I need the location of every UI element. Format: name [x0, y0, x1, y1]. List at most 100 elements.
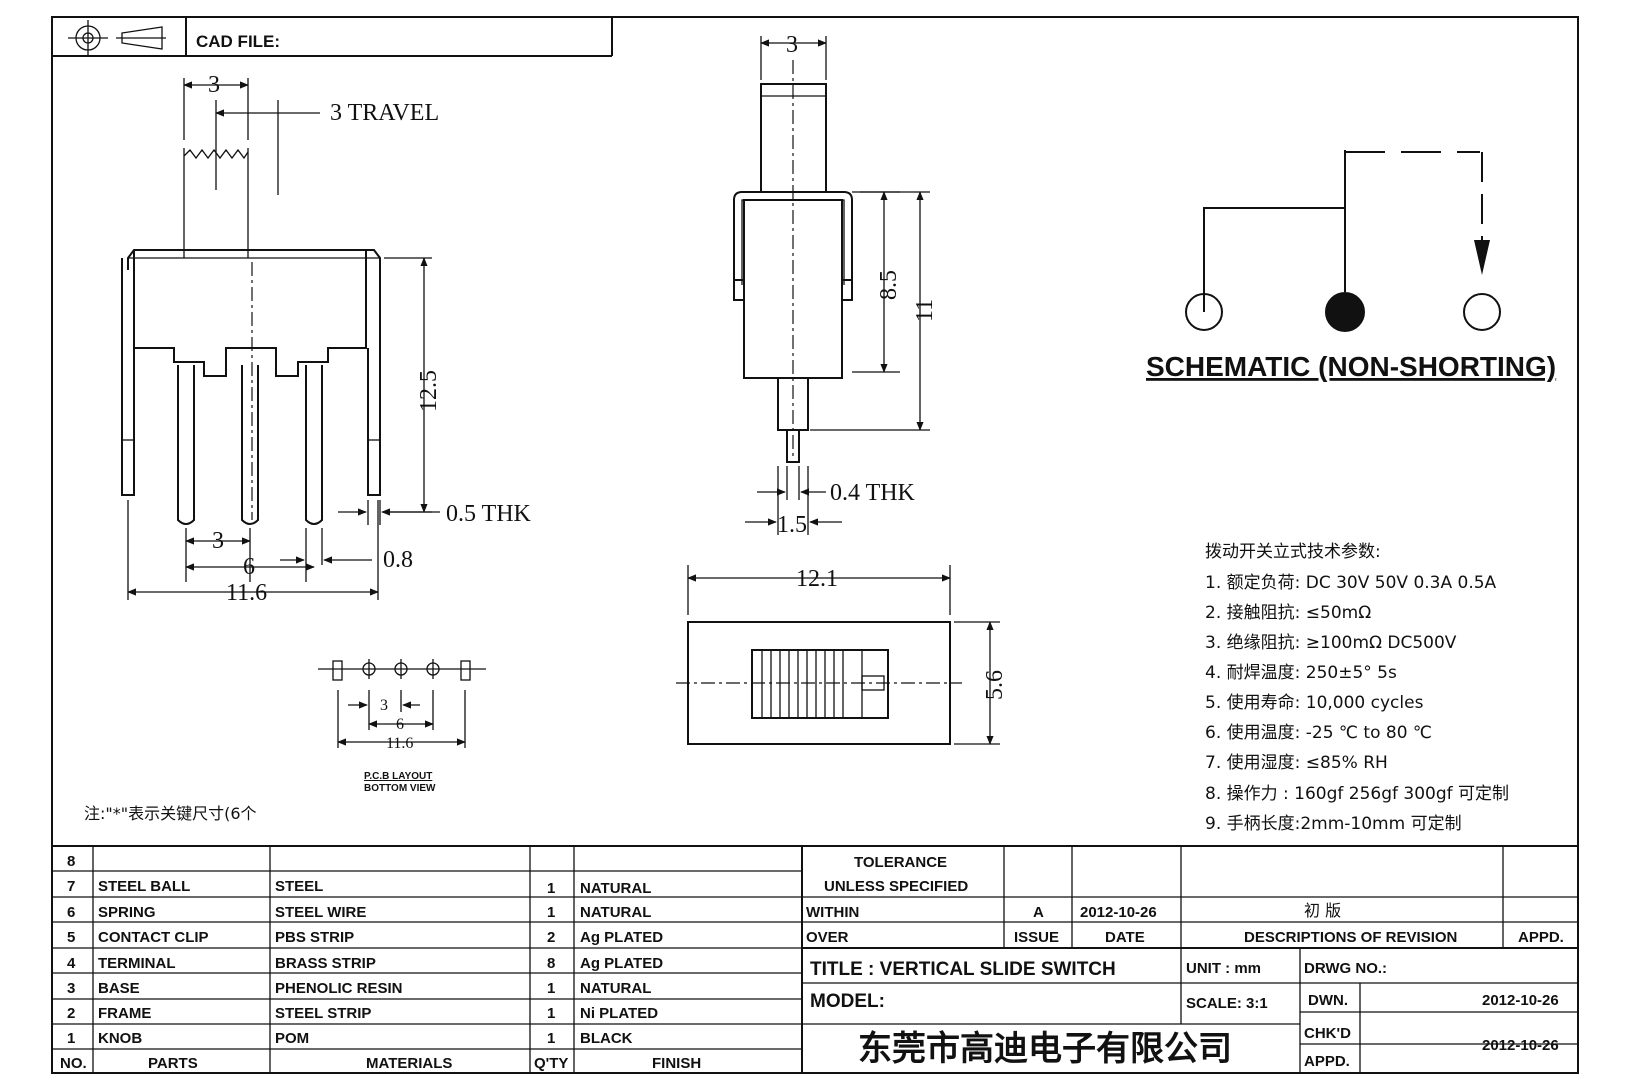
terminal-open-left: [1185, 293, 1223, 331]
bom-row-qty: 1: [547, 980, 555, 997]
drawing-number-label: DRWG NO.:: [1304, 960, 1387, 977]
bom-row-qty: 1: [547, 880, 555, 897]
spec-title: 拨动开关立式技术参数:: [1205, 542, 1381, 562]
bom-row-finish: NATURAL: [580, 880, 651, 897]
scale-label: SCALE: 3:1: [1186, 995, 1268, 1012]
bom-row-no: 5: [67, 929, 75, 946]
bom-row-no: 8: [67, 853, 75, 870]
bom-header-qty: Q'TY: [534, 1055, 568, 1072]
bom-row-no: 6: [67, 904, 75, 921]
spec-item: 2. 接触阻抗: ≤50mΩ: [1205, 603, 1371, 623]
dim-total-width: 11.6: [226, 580, 267, 606]
knob-ribs: [761, 650, 844, 718]
tolerance-label: TOLERANCE: [854, 854, 947, 871]
bom-table: 8 7 STEEL BALL STEEL 1 NATURAL 6 SPRING …: [52, 845, 1578, 1073]
side-view: 3 3 TRAVEL 12.5 0.5 THK: [121, 72, 532, 606]
checked-date: 2012-10-26: [1482, 1037, 1559, 1054]
bom-row-part: SPRING: [98, 904, 156, 921]
model-label: MODEL:: [810, 991, 885, 1012]
dim-pin-width: 0.8: [383, 547, 413, 573]
first-angle-projection-icon: [68, 20, 166, 56]
dim-side-height: 12.5: [416, 370, 442, 412]
key-dimension-note: 注:"*"表示关键尺寸(6个: [84, 804, 257, 823]
company-name: 东莞市高迪电子有限公司: [858, 1029, 1232, 1069]
dim-front-total-height: 11: [912, 299, 938, 322]
dim-pin-span: 6: [243, 554, 255, 580]
spec-item: 5. 使用寿命: 10,000 cycles: [1205, 692, 1424, 713]
bom-row-part: TERMINAL: [98, 955, 176, 972]
bom-header-finish: FINISH: [652, 1055, 701, 1072]
dim-front-thk: 0.4 THK: [830, 480, 916, 506]
bom-row-qty: 1: [547, 1030, 555, 1047]
spec-item: 8. 操作力 : 160gf 256gf 300gf 可定制: [1205, 784, 1509, 804]
spec-item: 7. 使用湿度: ≤85% RH: [1205, 752, 1388, 773]
bom-header-parts: PARTS: [148, 1055, 198, 1072]
bom-row-material: PBS STRIP: [275, 929, 354, 946]
dim-pcb-pitch: 3: [380, 697, 388, 714]
bom-row-part: CONTACT CLIP: [98, 929, 209, 946]
revision-letter: A: [1033, 904, 1044, 921]
bom-row-qty: 2: [547, 929, 555, 946]
top-view: 12.1 5.6: [676, 565, 1008, 745]
spec-item: 3. 绝缘阻抗: ≥100mΩ DC500V: [1205, 633, 1457, 653]
spec-list: 拨动开关立式技术参数: 1. 额定负荷: DC 30V 50V 0.3A 0.5…: [1205, 542, 1509, 834]
bom-header-materials: MATERIALS: [366, 1055, 452, 1072]
header-box: CAD FILE:: [52, 17, 613, 57]
drawing-title: TITLE : VERTICAL SLIDE SWITCH: [810, 959, 1116, 980]
bom-row-finish: Ni PLATED: [580, 1005, 658, 1022]
bom-row-qty: 1: [547, 1005, 555, 1022]
bom-row-qty: 1: [547, 904, 555, 921]
bom-row-part: BASE: [98, 980, 140, 997]
cad-file-label: CAD FILE:: [196, 32, 280, 51]
dim-pcb-span: 6: [396, 716, 404, 733]
approved-label: APPD.: [1518, 929, 1564, 946]
bom-row-part: STEEL BALL: [98, 878, 190, 895]
bom-row-part: KNOB: [98, 1030, 142, 1047]
spec-item: 9. 手柄长度:2mm-10mm 可定制: [1205, 814, 1462, 834]
title-block: TOLERANCE UNLESS SPECIFIED WITHIN OVER A…: [802, 846, 1578, 1073]
terminal-common: [1325, 292, 1365, 332]
over-label: OVER: [806, 929, 849, 946]
bom-row-no: 1: [67, 1030, 75, 1047]
dim-side-thk: 0.5 THK: [446, 501, 532, 527]
unless-label: UNLESS SPECIFIED: [824, 878, 968, 895]
pcb-layout: 3 6 11.6 P.C.B LAYOUT BOTTOM VIEW: [318, 659, 486, 794]
issue-label: ISSUE: [1014, 929, 1059, 946]
bom-row-finish: Ag PLATED: [580, 929, 663, 946]
bom-row-no: 4: [67, 955, 76, 972]
approved-row-label: APPD.: [1304, 1053, 1350, 1070]
dim-travel: 3 TRAVEL: [330, 100, 439, 126]
drawn-label: DWN.: [1308, 992, 1348, 1009]
date-label: DATE: [1105, 929, 1145, 946]
bom-row-no: 2: [67, 1005, 75, 1022]
bom-row-material: BRASS STRIP: [275, 955, 376, 972]
dim-pin-pitch: 3: [212, 528, 224, 554]
bom-row-material: POM: [275, 1030, 309, 1047]
bom-row-qty: 8: [547, 955, 555, 972]
drawn-date: 2012-10-26: [1482, 992, 1559, 1009]
pcb-caption-2: BOTTOM VIEW: [364, 783, 436, 794]
bom-row-material: STEEL WIRE: [275, 904, 366, 921]
dim-pcb-total: 11.6: [386, 735, 413, 752]
pcb-caption-1: P.C.B LAYOUT: [364, 771, 432, 782]
terminal-open-right: [1463, 293, 1501, 331]
schematic-title: SCHEMATIC (NON-SHORTING): [1146, 351, 1556, 382]
bom-row-part: FRAME: [98, 1005, 151, 1022]
spec-item: 4. 耐焊温度: 250±5° 5s: [1205, 663, 1397, 683]
dim-top-length: 12.1: [796, 566, 838, 592]
bom-row-finish: Ag PLATED: [580, 955, 663, 972]
spec-item: 6. 使用温度: -25 ℃ to 80 ℃: [1205, 722, 1432, 743]
checked-label: CHK'D: [1304, 1025, 1351, 1042]
schematic: SCHEMATIC (NON-SHORTING): [1146, 150, 1556, 382]
within-label: WITHIN: [806, 904, 859, 921]
bom-row-no: 7: [67, 878, 75, 895]
dim-front-knob: 3: [786, 32, 798, 58]
dim-knob-width: 3: [208, 72, 220, 98]
bom-row-material: PHENOLIC RESIN: [275, 980, 403, 997]
dim-front-body-height: 8.5: [876, 270, 902, 300]
spec-item: 1. 额定负荷: DC 30V 50V 0.3A 0.5A: [1205, 573, 1497, 593]
unit-label: UNIT : mm: [1186, 960, 1261, 977]
bom-row-finish: NATURAL: [580, 980, 651, 997]
dim-front-pin-width: 1.5: [777, 512, 807, 538]
